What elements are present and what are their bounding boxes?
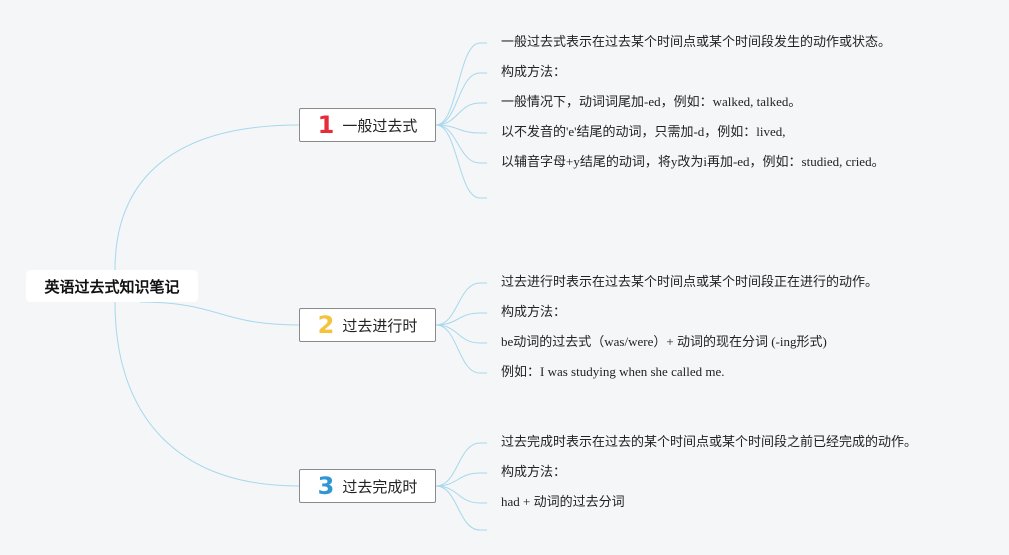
leaf-text: 一般情况下，动词词尾加-ed，例如：walked, talked。 (501, 94, 802, 109)
branch-leaf-line (435, 312, 481, 326)
branch-leaf-line (435, 124, 481, 199)
leaf-text: be动词的过去式（was/were）+ 动词的现在分词 (-ing形式) (501, 334, 827, 349)
branch-leaf-line (435, 102, 481, 126)
branch-label: 过去完成时 (342, 477, 418, 496)
leaf-text: 以辅音字母+y结尾的动词，将y改为i再加-ed，例如：studied, crie… (501, 154, 885, 169)
root-label: 英语过去式知识笔记 (44, 277, 180, 296)
branch-node-past-continuous[interactable]: 2 过去进行时 (299, 308, 436, 342)
leaf-text: 构成方法： (501, 464, 567, 479)
leaf-text: 构成方法： (501, 64, 567, 79)
leaf-text: 一般过去式表示在过去某个时间点或某个时间段发生的动作或状态。 (501, 34, 892, 49)
branch-leaf-line (435, 124, 481, 164)
number-2-icon: 2 (317, 311, 335, 339)
branch-leaf-line (435, 324, 481, 374)
branch-leaf-line (435, 485, 481, 504)
branch-leaf-line (435, 42, 481, 126)
leaf-text: 构成方法： (501, 304, 567, 319)
leaf-text: had + 动词的过去分词 (501, 494, 625, 509)
branch-leaf-line (435, 472, 481, 487)
number-3-icon: 3 (317, 472, 335, 500)
branch-leaf-line (435, 324, 481, 344)
root-branch-line (114, 124, 300, 271)
root-branch-line (114, 301, 300, 487)
leaf-text: 例如：I was studying when she called me. (501, 364, 725, 379)
leaf-text: 过去完成时表示在过去的某个时间点或某个时间段之前已经完成的动作。 (501, 434, 918, 449)
branch-label: 过去进行时 (342, 316, 418, 335)
branch-leaf-line (435, 282, 481, 326)
branch-leaf-line (435, 72, 481, 126)
branch-label: 一般过去式 (342, 116, 418, 135)
branch-leaf-line (435, 442, 481, 487)
leaf-text: 过去进行时表示在过去某个时间点或某个时间段正在进行的动作。 (501, 274, 879, 289)
branch-node-simple-past[interactable]: 1 一般过去式 (299, 108, 436, 142)
root-node[interactable]: 英语过去式知识笔记 (26, 270, 198, 302)
leaf-text: 以不发音的'e'结尾的动词，只需加-d，例如：lived, (501, 124, 786, 139)
root-branch-line (139, 301, 300, 326)
branch-leaf-line (435, 485, 481, 531)
number-1-icon: 1 (317, 111, 335, 139)
branch-node-past-perfect[interactable]: 3 过去完成时 (299, 469, 436, 503)
